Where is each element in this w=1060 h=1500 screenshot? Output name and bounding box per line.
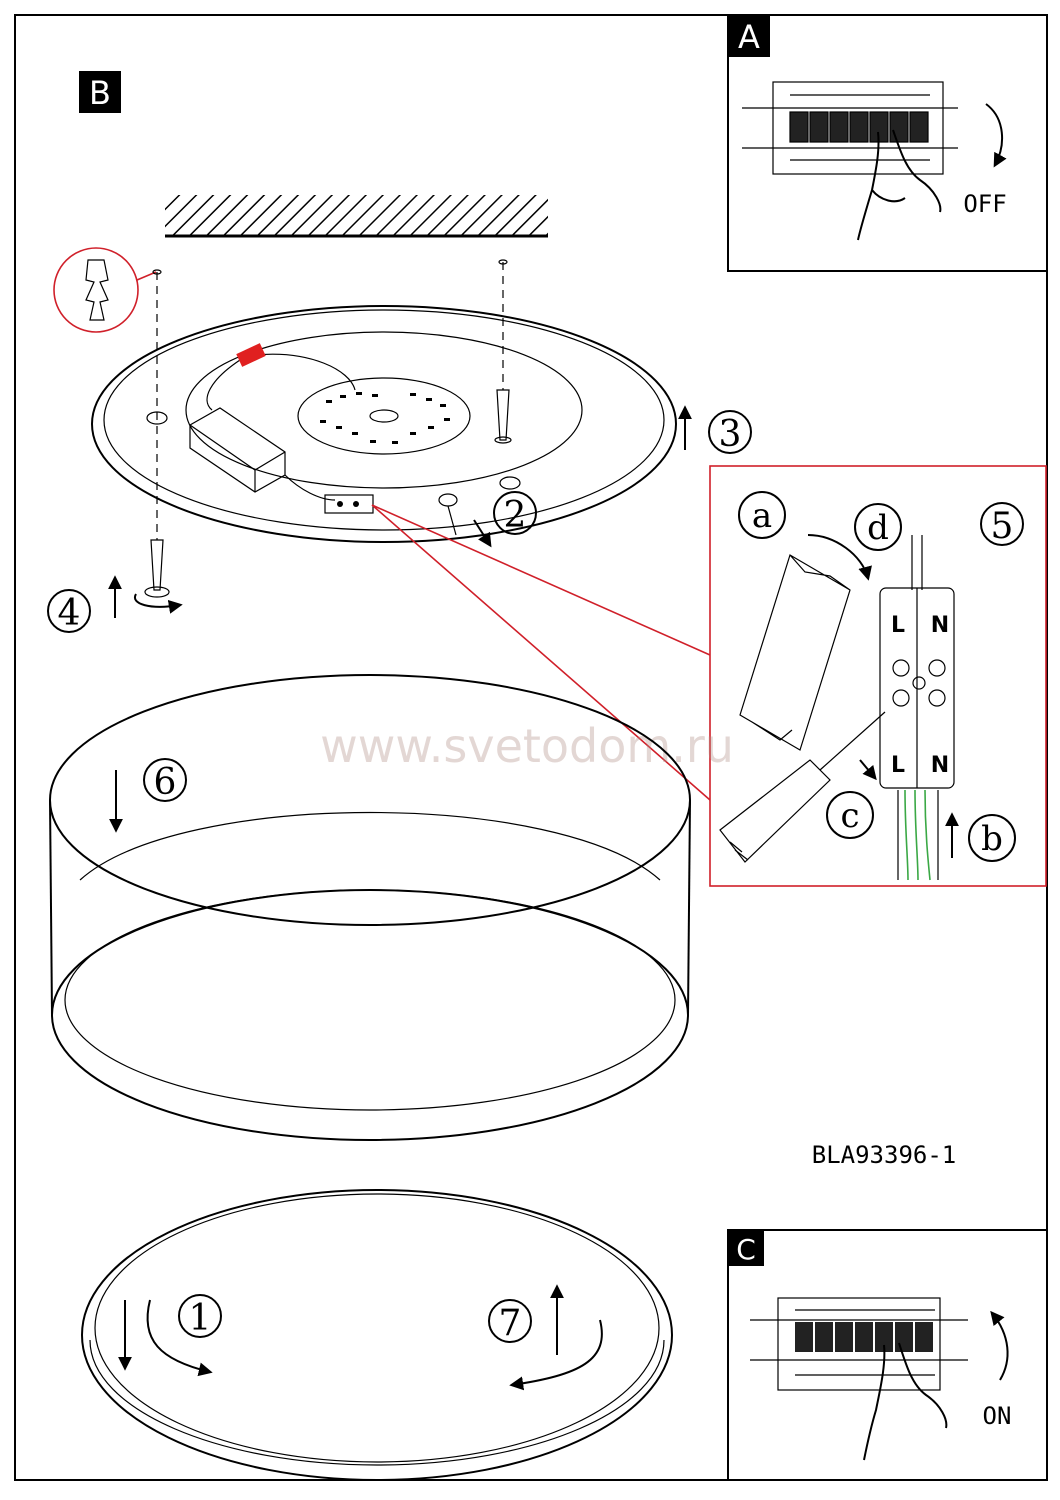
svg-text:1: 1 [189, 1298, 212, 1339]
sub-step-a: a [738, 491, 786, 539]
rotate-up-arrow-icon [990, 1310, 1009, 1381]
step-badge-2: 2 [493, 491, 537, 536]
svg-text:6: 6 [154, 762, 177, 803]
mounting-base-plate [91, 305, 677, 543]
terminal-cover [739, 554, 851, 751]
panel-b-letter: B [89, 74, 111, 112]
step-badge-7: 7 [488, 1299, 532, 1344]
red-connector [236, 343, 266, 367]
svg-text:c: c [840, 796, 859, 836]
panel-a: A OFF [727, 14, 1048, 272]
svg-text:a: a [752, 496, 772, 536]
wall-plug-icon [53, 247, 157, 333]
breaker-panel-off-icon [742, 81, 958, 241]
step-badge-1: 1 [178, 1294, 222, 1339]
panel-c-letter: C [736, 1233, 756, 1266]
step-badge-3: 3 [708, 410, 752, 455]
lamp-shade [49, 674, 691, 1141]
svg-text:d: d [867, 508, 889, 548]
svg-text:3: 3 [719, 414, 742, 455]
small-arrow-icon [859, 759, 877, 781]
terminal-block [324, 494, 374, 514]
model-code: BLA93396-1 [812, 1141, 957, 1169]
led-driver-box [189, 407, 286, 493]
panel-b-badge [79, 71, 121, 113]
panel-c: C ON [727, 1229, 1048, 1481]
svg-text:2: 2 [504, 495, 527, 536]
sub-step-b: b [968, 814, 1016, 862]
panel-a-letter: A [738, 18, 760, 56]
terminal-label-n-top: N [931, 613, 949, 638]
step-badge-6: 6 [143, 758, 187, 803]
rotate-arrow-icon [509, 1319, 603, 1391]
step-badge-5: 5 [980, 502, 1024, 547]
sub-step-c: c [826, 791, 874, 839]
screw-with-washer-icon [144, 539, 170, 598]
panel-a-caption: OFF [963, 190, 1006, 218]
rotate-arrow-icon [133, 593, 183, 614]
svg-text:5: 5 [991, 506, 1014, 547]
terminal-label-l-top: L [891, 613, 905, 638]
rotate-down-arrow-icon [985, 103, 1007, 168]
sub-step-d: d [854, 503, 902, 551]
svg-text:4: 4 [58, 593, 81, 634]
svg-text:7: 7 [499, 1303, 522, 1344]
ceiling-hatch [165, 195, 548, 235]
page-frame [14, 14, 1048, 1481]
curved-arrow-icon [807, 534, 872, 581]
rotate-arrow-icon [146, 1299, 213, 1377]
watermark-text: www.svetodom.ru [320, 719, 734, 773]
step-badge-4: 4 [47, 589, 91, 634]
breaker-panel-on-icon [750, 1297, 968, 1461]
down-arrow-icon [473, 519, 492, 548]
diffuser-cover [81, 1189, 673, 1481]
screw-icon [494, 389, 512, 444]
screwdriver-icon [719, 711, 886, 863]
svg-text:b: b [981, 819, 1003, 859]
panel-c-caption: ON [983, 1402, 1012, 1430]
wiring-detail-panel: 5 a d c b L N L N [709, 465, 1047, 887]
callout-leader [371, 504, 711, 801]
mains-cable [904, 789, 931, 881]
terminal-label-n-bottom: N [931, 753, 949, 778]
terminal-label-l-bottom: L [891, 753, 905, 778]
